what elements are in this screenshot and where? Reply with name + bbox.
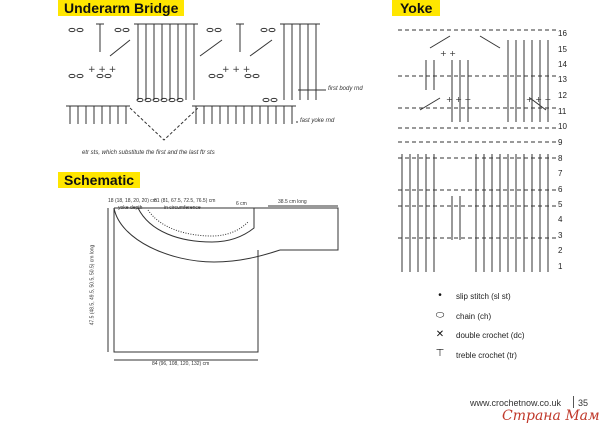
section-title-yoke: Yoke [392,0,441,16]
section-title-schematic: Schematic [58,172,141,188]
footer-url[interactable]: www.crochetnow.co.uk [470,398,562,408]
legend-label-slip-stitch: slip stitch (sl st) [456,292,511,301]
bridge-chain-row-3 [136,97,278,103]
bridge-note: etr sts, which substitute the first and … [82,150,215,156]
legend-label-chain: chain (ch) [456,312,492,321]
svg-text:+ + +: + + + [88,65,116,75]
row-number: 2 [558,246,563,255]
row-number: 1 [558,262,563,271]
bridge-chain-row-2 [68,73,260,79]
row-number: 14 [558,60,567,69]
page-number: 35 [578,398,589,408]
row-number: 8 [558,154,563,163]
footer-divider [573,396,574,408]
treble-crochet-icon: ⊤ [435,348,445,359]
schematic-six-cm: 6 cm [236,201,247,207]
schematic-circumference: 81 (81, 67.5, 72.5, 76.5) cm [154,198,216,204]
row-number: 7 [558,169,563,178]
legend-label-double-crochet: double crochet (dc) [456,331,525,340]
watermark-logo: Страна Мам [502,408,600,424]
schematic-side-length: 47.5 (48.5, 49.5, 50.5, 50.5) cm long [89,244,96,326]
svg-text:+ +: + + [440,49,456,58]
chain-icon: ⬭ [435,310,445,321]
row-number: 6 [558,185,563,194]
row-number: 12 [558,91,567,100]
row-number: 16 [558,29,567,38]
label-first-body-rnd: first body rnd [328,86,363,92]
legend-label-treble-crochet: treble crochet (tr) [456,351,517,360]
row-number: 4 [558,215,563,224]
schematic-drawing [107,205,339,361]
label-fast-yoke-rnd: fast yoke rnd [300,118,335,124]
row-number: 10 [558,122,567,131]
double-crochet-icon: ✕ [435,329,445,340]
row-number: 15 [558,45,567,54]
bridge-treble-columns [96,23,320,100]
schematic-circumference-sub: in circumference [164,205,201,211]
bridge-bottom-trebles [66,105,296,124]
svg-text:+ + +: + + + [446,95,471,104]
section-title-underarm-bridge: Underarm Bridge [58,0,185,16]
svg-text:+ + +: + + + [526,95,551,104]
row-number: 13 [558,75,567,84]
schematic-top-left-measure: 18 (18, 18, 20, 20) cm [108,198,157,204]
row-number: 9 [558,138,563,147]
bridge-chain-row-1 [68,27,276,33]
row-number: 11 [558,107,567,116]
schematic-yoke-depth: yoke depth [118,205,143,211]
yoke-chain-rows [398,29,556,239]
row-number: 3 [558,231,563,240]
yoke-chart [398,29,556,272]
row-number: 5 [558,200,563,209]
svg-text:+ + +: + + + [222,65,250,75]
slip-stitch-icon: • [438,290,442,301]
schematic-bottom-width: 84 (96, 108, 120, 132) cm [152,361,210,367]
schematic-sleeve-length: 38.5 cm long [278,199,307,205]
